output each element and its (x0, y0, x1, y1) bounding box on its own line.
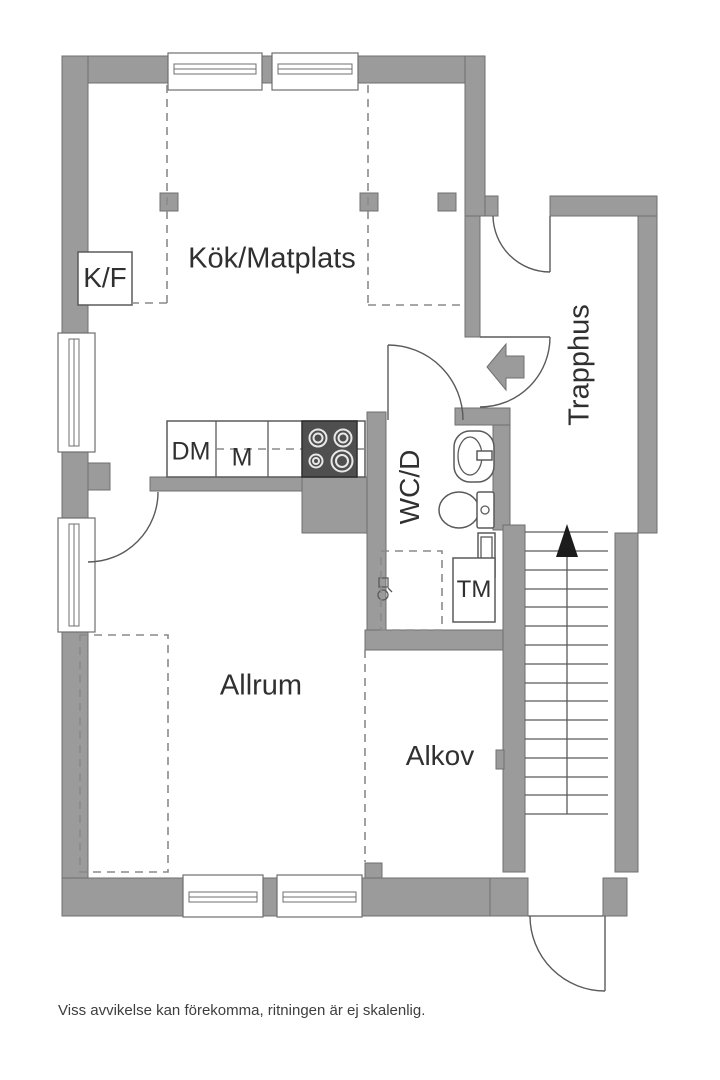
door-arc-building-exit (528, 915, 606, 992)
dashed-zone-lines (79, 85, 462, 873)
stair-treads (525, 531, 608, 815)
door-arc-stairwell-top (492, 215, 551, 273)
stairs (525, 524, 608, 815)
interior-walls (149, 215, 526, 873)
window-icon-top-right (271, 52, 359, 91)
room-label-kitchen: Kök/Matplats (188, 242, 356, 275)
doors (87, 215, 606, 992)
washing-machine-label: TM (456, 576, 492, 603)
dishwasher-label: DM (171, 437, 211, 466)
micro-label: M (231, 443, 253, 472)
kitchen-counter (166, 420, 366, 478)
stove-icon (301, 420, 358, 478)
floor-plan-drawing (57, 52, 658, 992)
entrance-arrow-icon (486, 342, 525, 392)
door-arc-living-room (87, 491, 159, 563)
disclaimer-note: Viss avvikelse kan förekomma, ritningen … (58, 1002, 426, 1019)
door-arc-apartment-entrance (479, 336, 551, 408)
window-icon-bottom-right (276, 874, 363, 918)
window-icon-left-lower (57, 517, 96, 633)
floor-drain-icon (377, 577, 393, 601)
pillar-icon (159, 192, 179, 212)
toilet-icon (438, 491, 495, 529)
shower-zone (380, 550, 443, 631)
floor-plan: K/F Kök/Matplats DM M WC/D Trapphus TM A… (57, 52, 658, 992)
fridge-freezer-label: K/F (83, 262, 127, 293)
window-icon-top-left (167, 52, 263, 91)
pillar-icon (359, 192, 379, 212)
room-label-stairwell: Trapphus (563, 304, 596, 426)
fridge-freezer-box (77, 251, 133, 306)
windows (57, 52, 363, 918)
washing-machine-box (452, 557, 496, 623)
window-icon-bottom-left (182, 874, 264, 918)
window-icon-left-upper (57, 332, 96, 453)
pillar-icon (437, 192, 457, 212)
stairs-up-arrow-icon (556, 524, 578, 557)
sink-icon (453, 430, 495, 483)
door-arc-wc (387, 344, 464, 421)
room-label-wc: WC/D (394, 449, 425, 525)
structural-pillars (159, 192, 457, 212)
bathroom-fixtures (377, 430, 496, 623)
room-label-living: Allrum (219, 669, 303, 702)
room-label-alcove: Alkov (405, 740, 475, 771)
exterior-walls (61, 55, 658, 917)
